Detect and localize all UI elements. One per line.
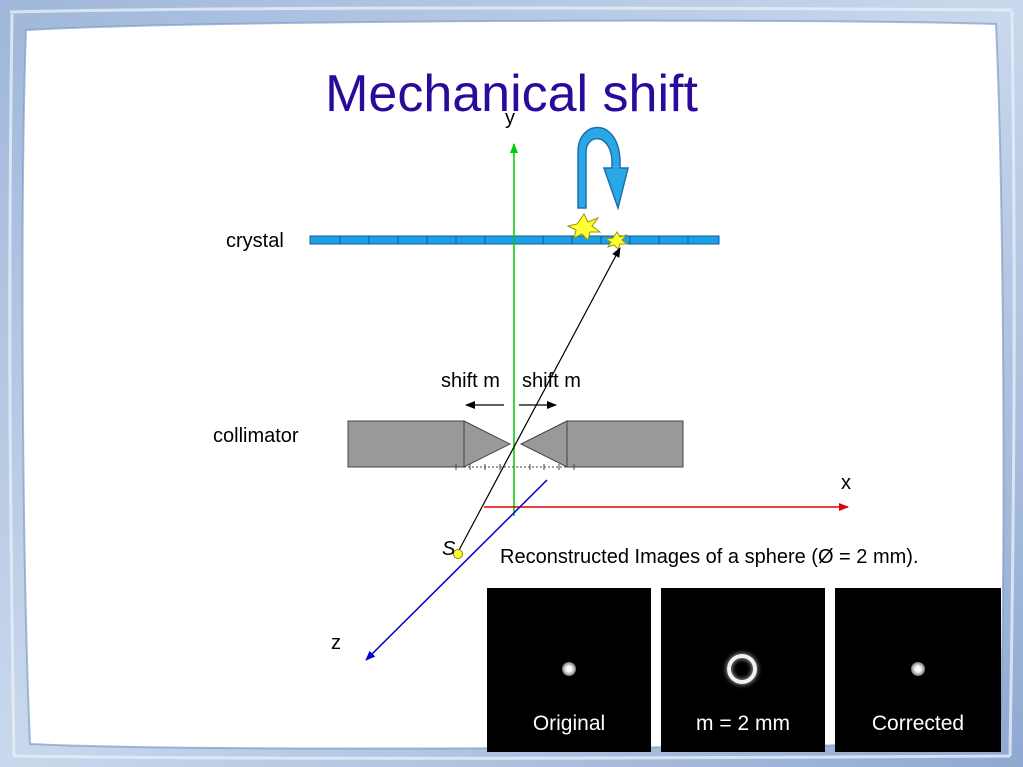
ring-image [727, 654, 757, 684]
collimator-label: collimator [213, 425, 299, 447]
z-axis [365, 479, 548, 661]
collimator [347, 420, 684, 470]
rotation-arrow-icon [577, 126, 629, 211]
image-panel-original: Original [487, 588, 651, 752]
z-axis-label: z [331, 632, 341, 654]
image-panel-shifted: m = 2 mm [661, 588, 825, 752]
panel-label: Original [532, 712, 606, 735]
source-point [453, 549, 463, 559]
shift-right-label: shift m [522, 370, 581, 392]
y-axis-label: y [505, 107, 515, 129]
x-axis-label: x [841, 472, 851, 494]
page-title: Mechanical shift [325, 65, 698, 123]
source-label: S [442, 538, 456, 560]
photon-ray [457, 247, 621, 553]
image-panel-corrected: Corrected [835, 588, 1001, 752]
point-image [911, 662, 925, 676]
interaction-burst-icon [566, 213, 602, 241]
shift-left-label: shift m [441, 370, 500, 392]
panel-label: Corrected [871, 712, 965, 735]
caption: Reconstructed Images of a sphere (Ø = 2 … [500, 546, 919, 568]
crystal-label: crystal [226, 230, 284, 252]
panel-label: m = 2 mm [696, 712, 790, 735]
point-image [562, 662, 576, 676]
